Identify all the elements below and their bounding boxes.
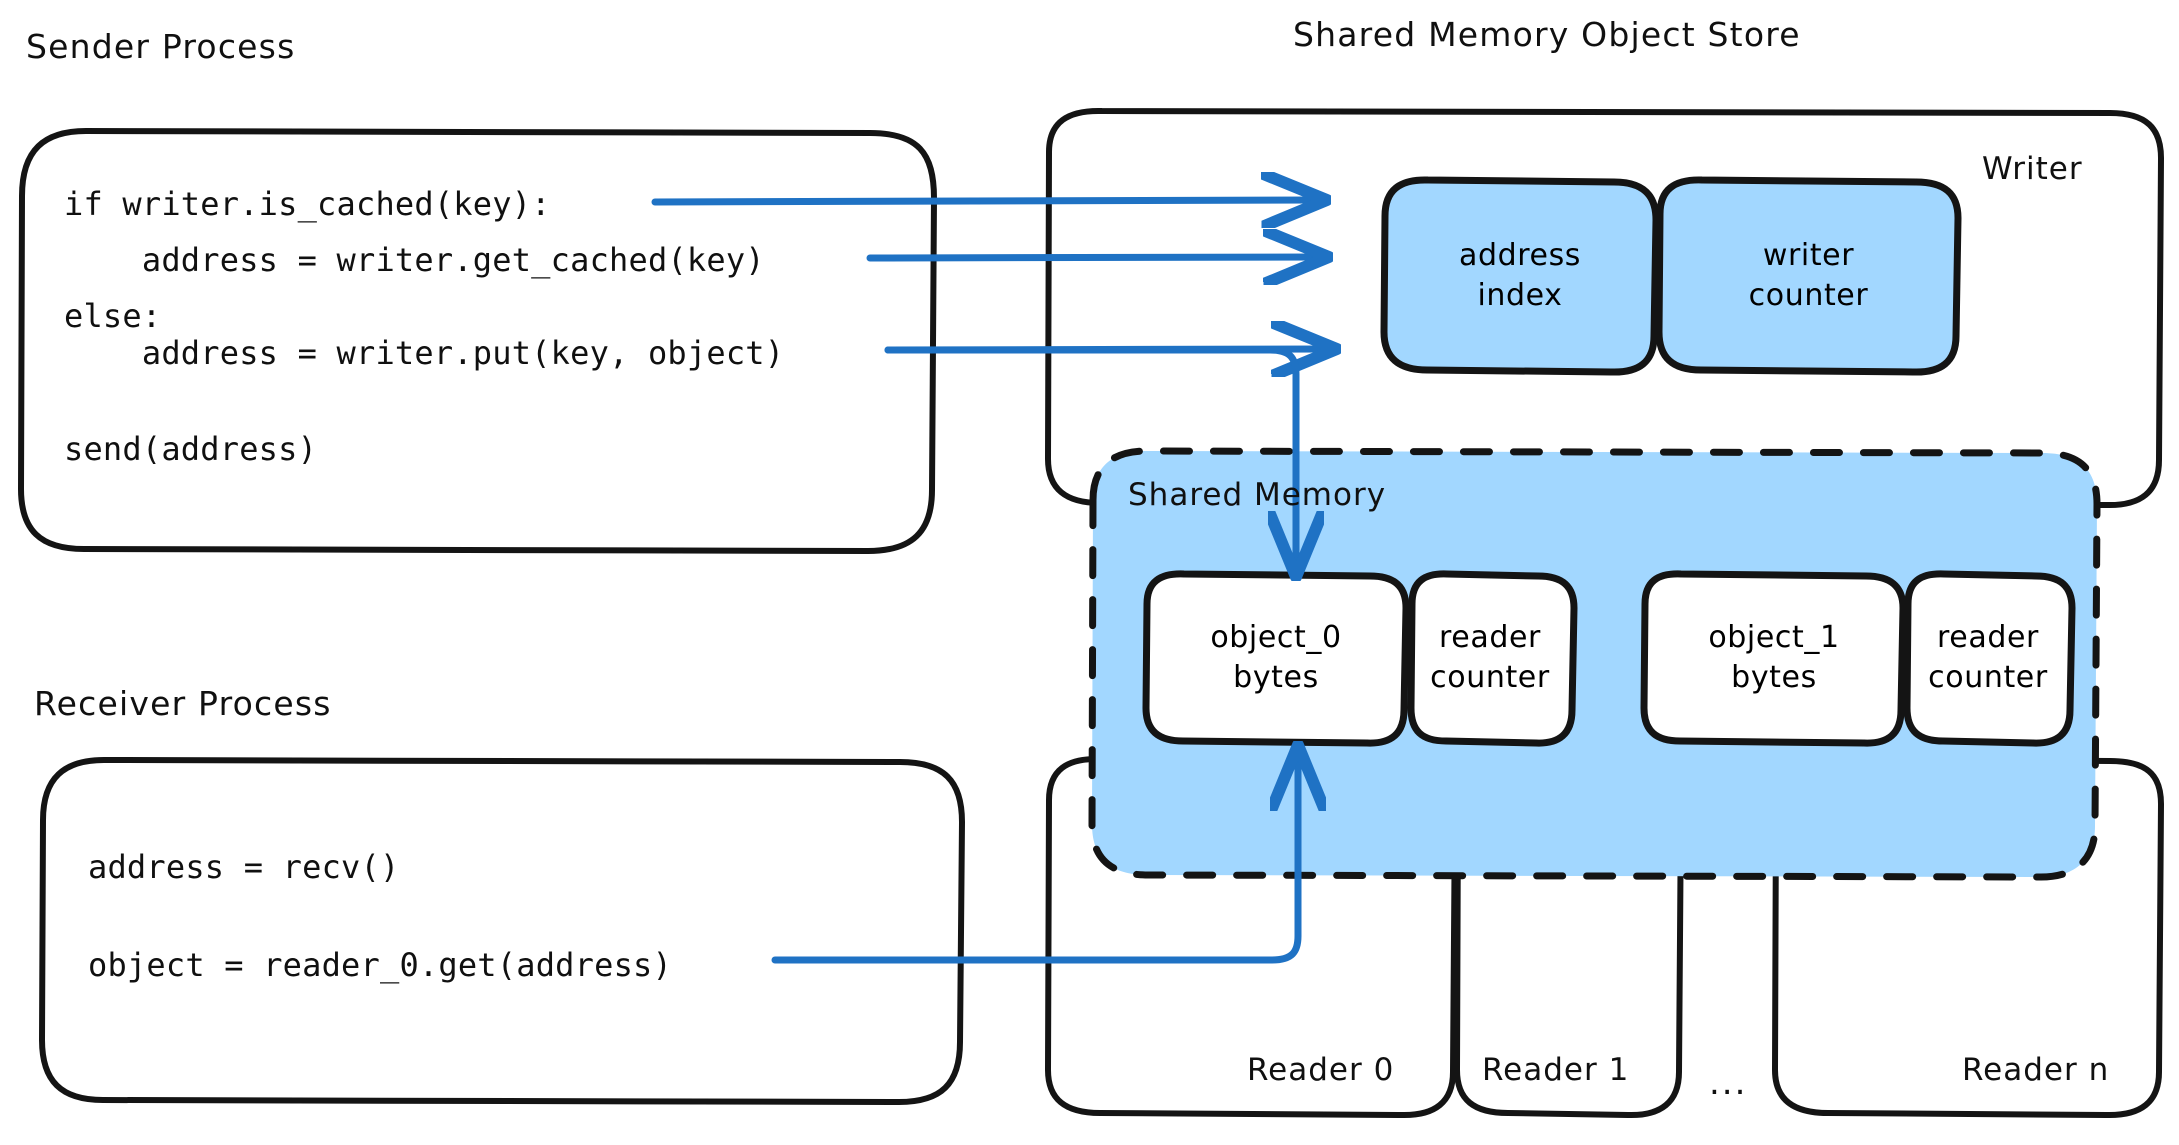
writer-counter-label-line1: writer [1762,238,1855,274]
connection-arrows [651,200,1330,964]
receiver-process-title: Receiver Process [34,684,332,723]
arrow-is-cached-to-address-index [651,200,1320,202]
reader-counter-1-label-line2: counter [1928,660,2048,695]
object-store-title: Shared Memory Object Store [1293,15,1801,54]
object-1-bytes-cell [1640,570,1907,747]
shared-memory-label: Shared Memory [1128,477,1387,513]
reader-1-label: Reader 1 [1482,1052,1630,1088]
receiver-code-line-1: address = recv() [88,848,400,886]
object-0-bytes-label: object_0 bytes [1146,573,1406,743]
object-0-bytes-label-line2: bytes [1233,660,1319,695]
reader-counter-1-label: reader counter [1902,573,2074,743]
sender-code-line-2: address = writer.get_cached(key) [64,241,765,279]
object-0-bytes-label-line1: object_0 [1210,620,1342,656]
reader-counter-1-cell [1903,570,2076,747]
object-1-bytes-label-line2: bytes [1731,660,1817,695]
sender-code-line-4: address = writer.put(key, object) [64,334,785,372]
address-index-cell [1380,176,1660,376]
object-1-bytes-label-line1: object_1 [1708,620,1840,656]
receiver-code-line-3: object = reader_0.get(address) [88,946,672,984]
reader-0-label: Reader 0 [1247,1052,1395,1088]
reader-counter-0-label: reader counter [1404,573,1576,743]
reader-n-label: Reader n [1962,1052,2110,1088]
address-index-label-line1: address [1458,238,1582,274]
arrow-get-cached-to-address-index [866,257,1322,258]
reader-counter-0-cell [1407,570,1578,747]
writer-counter-cell [1655,176,1962,376]
reader-counter-0-label-line2: counter [1430,660,1550,695]
sender-process-box [18,128,937,554]
address-index-label: address index [1384,180,1656,372]
shared-memory-region [1088,447,2101,881]
sender-code-line-1: if writer.is_cached(key): [64,185,551,223]
arrow-put-to-object-0 [884,346,1296,570]
receiver-process-box [39,757,965,1105]
sender-process-title: Sender Process [26,27,296,66]
writer-box-label: Writer [1982,151,2083,187]
reader-counter-0-label-line1: reader [1439,620,1541,656]
arrow-reader-get-to-object-0 [771,752,1298,964]
readers-ellipsis: ... [1709,1063,1748,1103]
object-0-bytes-cell [1142,570,1410,747]
writer-counter-label: writer counter [1659,180,1958,372]
reader-counter-1-label-line1: reader [1937,620,2039,656]
object-1-bytes-label: object_1 bytes [1644,573,1904,743]
address-index-label-line2: index [1477,278,1563,313]
writer-counter-label-line2: counter [1748,278,1869,313]
sender-code-line-6: send(address) [64,430,318,468]
sender-code-line-3: else: [64,297,162,335]
